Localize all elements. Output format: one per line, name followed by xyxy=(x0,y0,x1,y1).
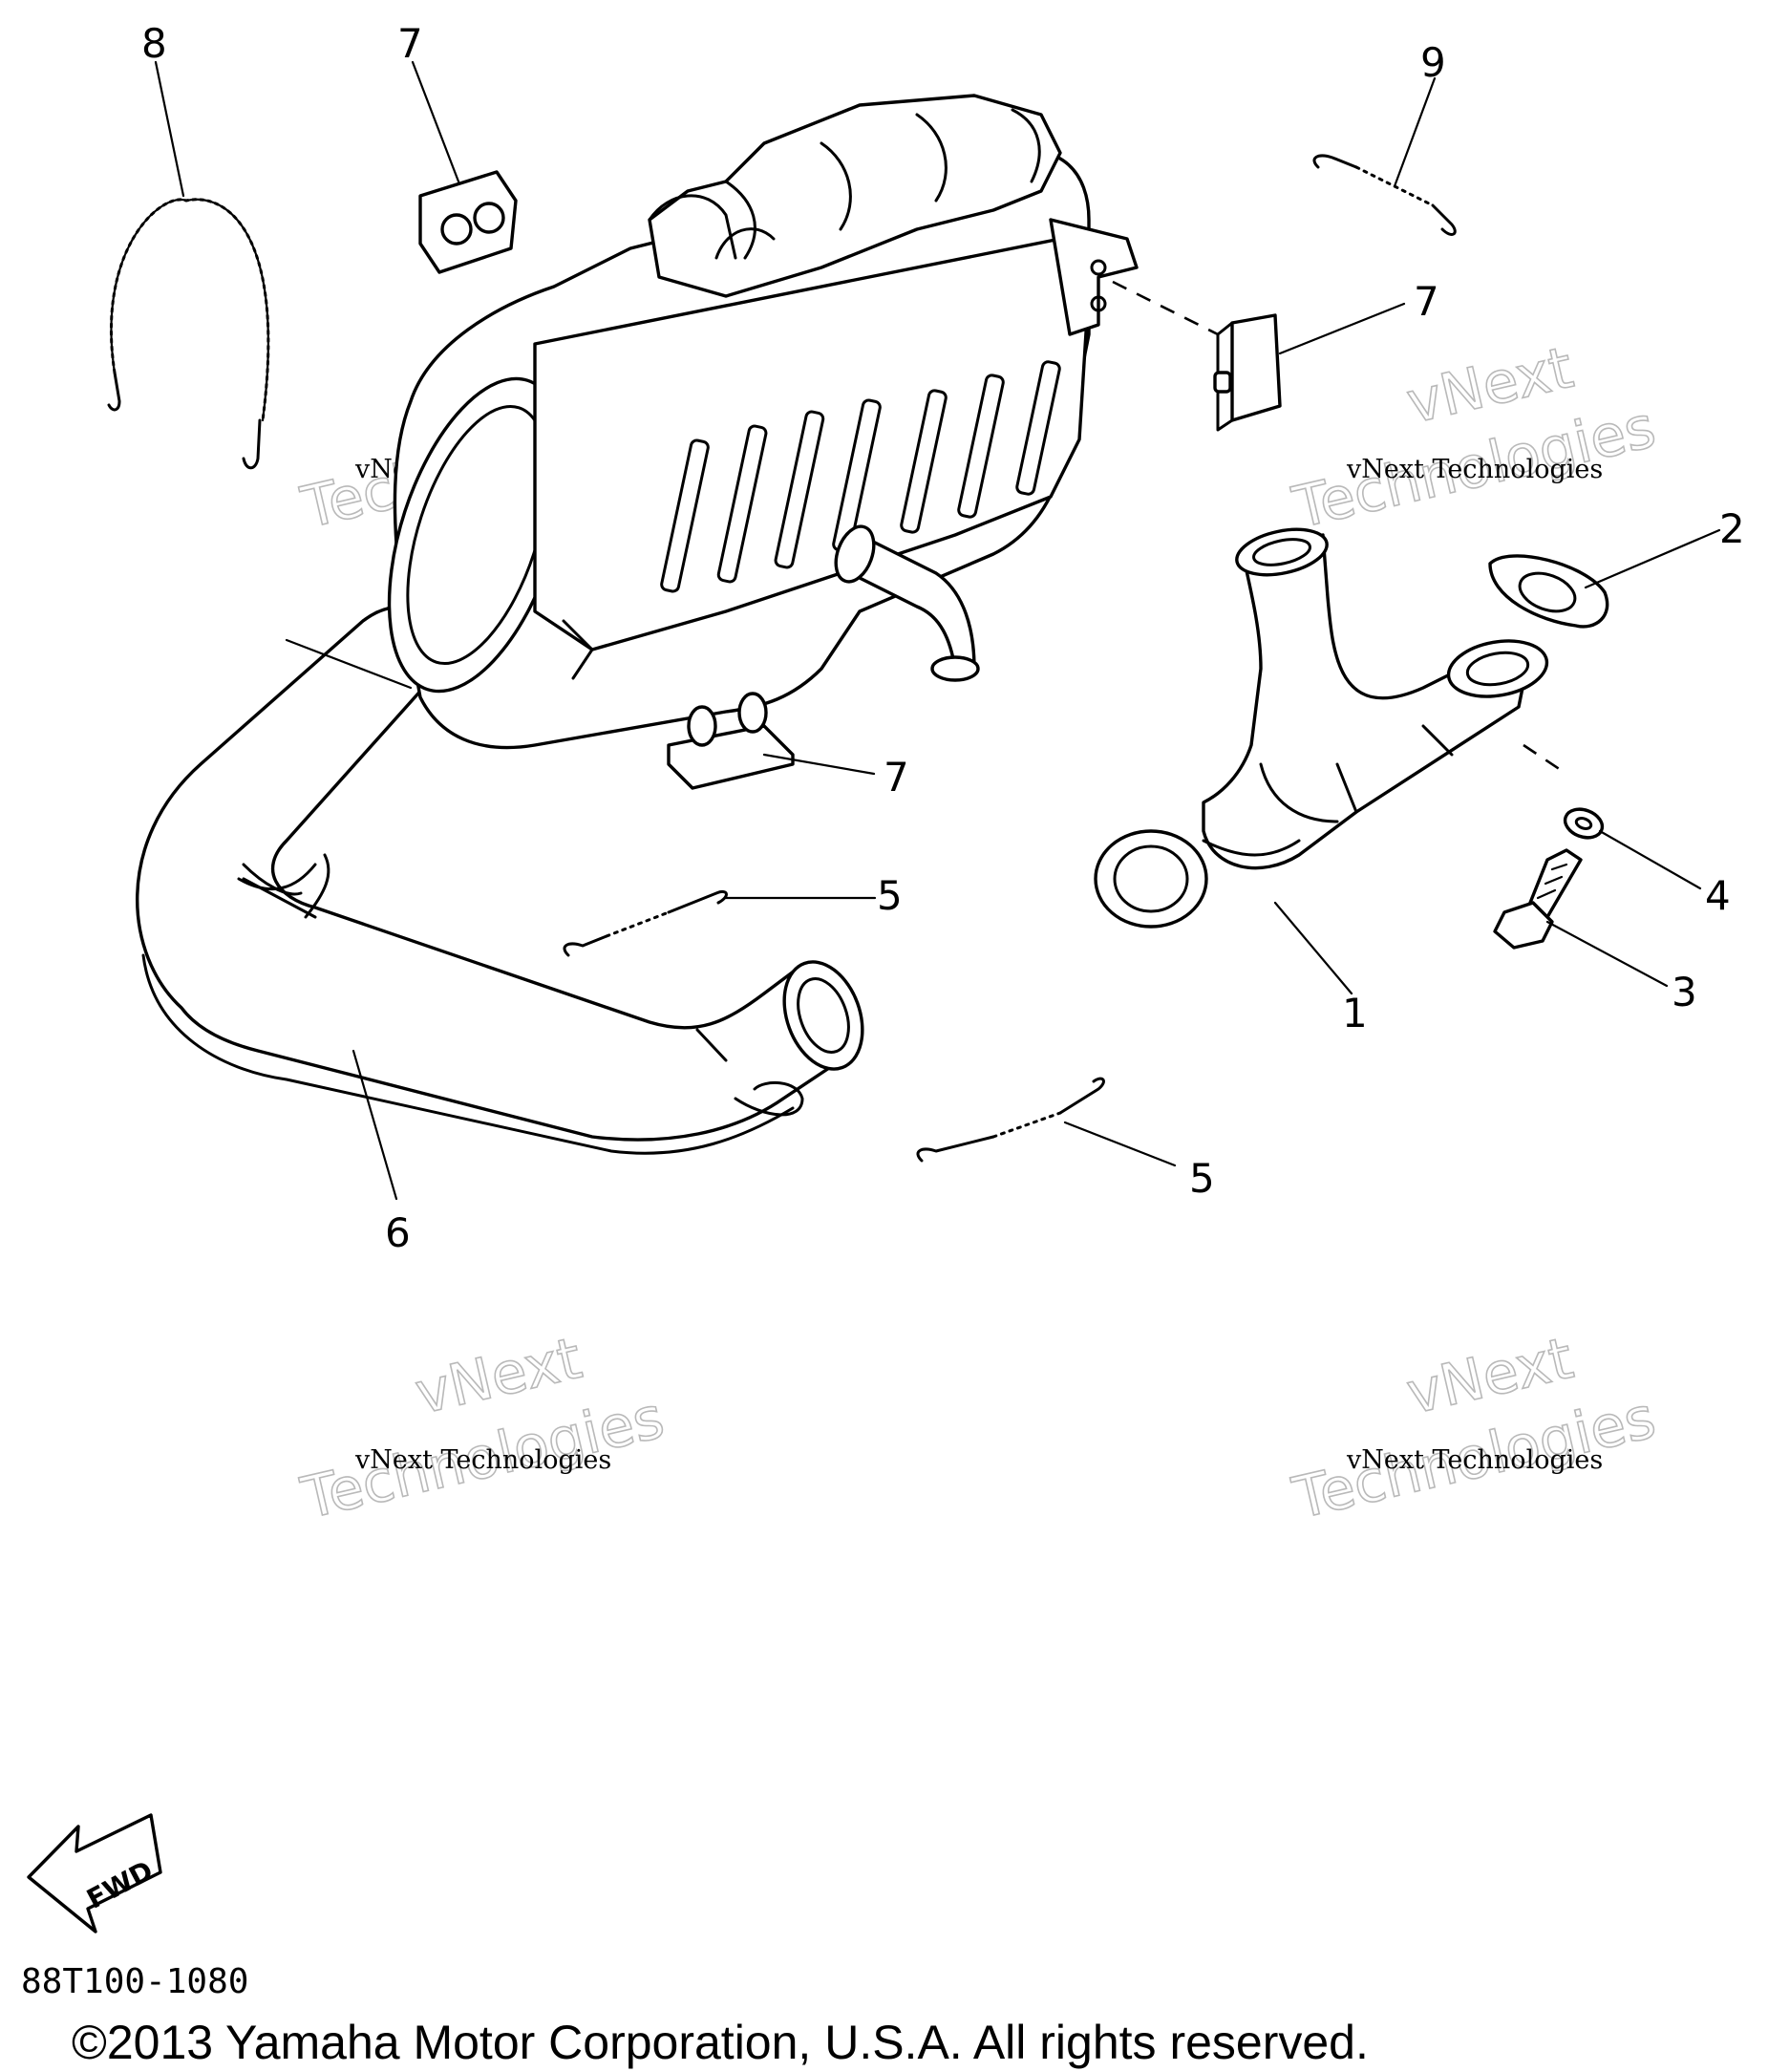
callout-7-bottom: 7 xyxy=(884,754,909,801)
callout-5-middle: 5 xyxy=(877,872,903,919)
callout-7-right: 7 xyxy=(1414,278,1439,325)
watermark-top-right: vNext Technologies vNext Technologies xyxy=(1286,333,1662,543)
assembly-line-bracket xyxy=(1112,280,1219,336)
damper-bottom xyxy=(667,692,795,790)
callout-5-bottom: 5 xyxy=(1189,1155,1215,1202)
damper-right xyxy=(1213,313,1282,432)
callout-3: 3 xyxy=(1672,969,1697,1015)
watermark-bottom-left: vNext Technologies vNext Technologies xyxy=(294,1324,671,1533)
bolt xyxy=(1493,848,1583,950)
callout-8: 8 xyxy=(141,20,167,67)
copyright-notice: ©2013 Yamaha Motor Corporation, U.S.A. A… xyxy=(72,2016,1369,2069)
spring-bottom xyxy=(916,1077,1105,1163)
watermark-bottom-right: vNext Technologies vNext Technologies xyxy=(1286,1324,1662,1533)
callout-2: 2 xyxy=(1719,505,1745,552)
muffler-assembly xyxy=(136,94,1139,1155)
forward-arrow-icon: FWD xyxy=(27,1813,162,1933)
callout-4: 4 xyxy=(1705,872,1731,919)
svg-text:vNext Technologies: vNext Technologies xyxy=(354,1445,611,1475)
spring-middle xyxy=(563,889,728,957)
gasket xyxy=(1488,554,1609,629)
long-spring xyxy=(107,198,270,470)
callout-9: 9 xyxy=(1420,39,1446,86)
svg-text:vNext Technologies: vNext Technologies xyxy=(1346,455,1603,484)
callout-1: 1 xyxy=(1342,990,1368,1036)
callout-7-top: 7 xyxy=(397,20,423,67)
y-pipe xyxy=(1094,527,1549,929)
assembly-line-flange xyxy=(1523,743,1567,776)
diagram-code: 88T100-1080 xyxy=(21,1962,248,2001)
leader-lines xyxy=(154,60,1721,1201)
washer xyxy=(1563,807,1605,840)
svg-text:vNext Technologies: vNext Technologies xyxy=(1346,1445,1603,1475)
damper-top-left xyxy=(418,170,518,274)
callout-6: 6 xyxy=(385,1209,411,1256)
spring-top-right xyxy=(1312,154,1457,236)
